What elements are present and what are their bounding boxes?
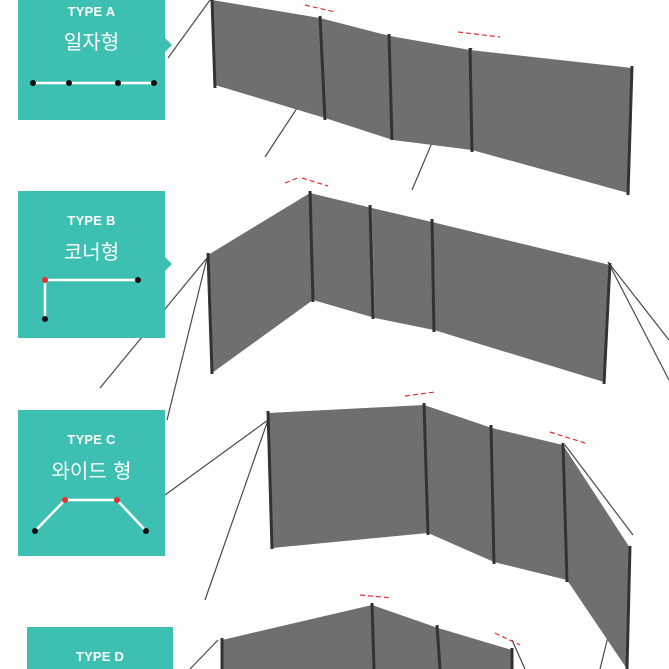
type-c-windscreen (266, 391, 632, 669)
type-b-name: 코너형 (63, 240, 120, 264)
type-b-windscreen (206, 176, 612, 385)
straight-layout-icon (30, 80, 157, 86)
type-d-card: TYPE D (27, 627, 173, 669)
type-c-label: TYPE C (67, 432, 116, 447)
type-c-card: TYPE C 와이드 형 (18, 410, 165, 556)
type-d-label: TYPE D (75, 649, 125, 664)
type-a-card: TYPE A 일자형 (18, 0, 165, 120)
type-d-windscreen (220, 594, 521, 669)
type-c-name: 와이드 형 (51, 459, 132, 483)
type-a-windscreen (210, 0, 634, 196)
type-a-pointer (165, 38, 172, 52)
type-a-name: 일자형 (63, 30, 120, 54)
wide-layout-icon (32, 497, 149, 534)
corner-layout-icon (42, 277, 141, 322)
type-a-label: TYPE A (67, 4, 116, 19)
type-b-label: TYPE B (67, 213, 116, 228)
type-b-card: TYPE B 코너형 (18, 191, 165, 338)
type-b-pointer (165, 257, 172, 271)
